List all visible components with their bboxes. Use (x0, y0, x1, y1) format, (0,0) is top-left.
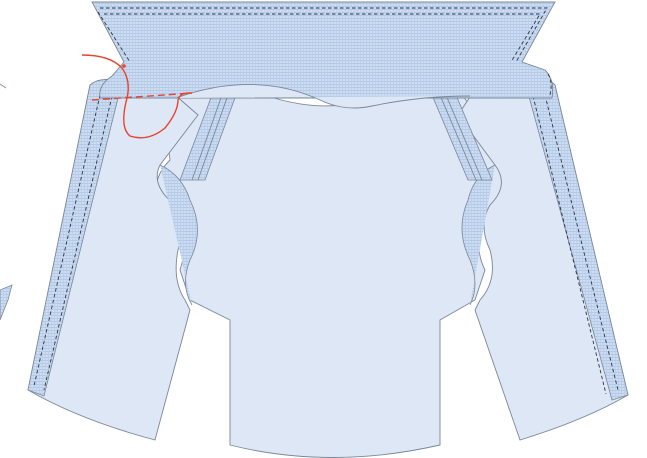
left-front-panel (28, 80, 198, 440)
needle-point (122, 64, 126, 68)
yoke (92, 2, 555, 98)
edge-mark (0, 84, 6, 88)
left-sleeve-fragment (0, 285, 12, 320)
